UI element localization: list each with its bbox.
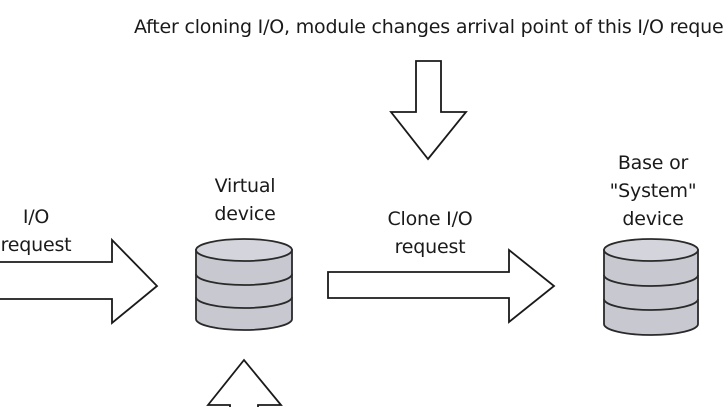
io-request-line1: I/O <box>22 206 50 228</box>
io-request-line2: request <box>0 234 72 256</box>
virtual-device-line2: device <box>214 203 276 225</box>
base-device-line3: device <box>622 208 684 230</box>
clone-request-line2: request <box>394 236 466 258</box>
virtual-device-label: Virtual device <box>195 172 295 228</box>
base-device-label: Base or "System" device <box>598 149 708 233</box>
virtual-device-line1: Virtual <box>214 175 276 197</box>
base-device-line1: Base or <box>617 152 689 174</box>
clone-request-arrow-icon <box>327 248 556 324</box>
clone-request-label: Clone I/O request <box>368 205 492 261</box>
virtual-device-database-icon <box>195 238 293 331</box>
io-request-label: I/O request <box>0 203 84 259</box>
down-arrow-icon <box>389 60 468 161</box>
top-caption: After cloning I/O, module changes arriva… <box>134 16 723 38</box>
io-request-arrow-icon <box>0 237 159 325</box>
clone-request-line1: Clone I/O <box>387 208 473 230</box>
up-arrow-icon <box>206 358 283 407</box>
base-device-line2: "System" <box>609 180 697 202</box>
base-device-database-icon <box>603 238 699 336</box>
